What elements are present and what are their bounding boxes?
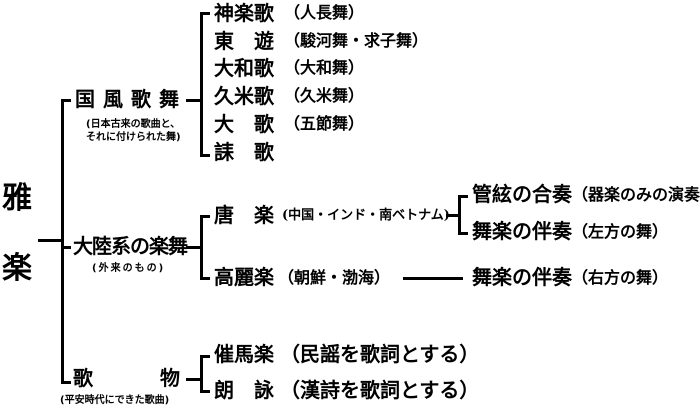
kokufu-item-name: 久米歌 [214,84,274,108]
komagaku-name: 高麗楽 [214,265,274,289]
kokufu-title: 国風歌舞 [75,87,187,111]
utamono-item-note: （民謡を歌詞とする） [280,342,480,366]
bracket-bottom [200,390,210,393]
connector-tairiku [61,246,71,249]
bracket-kokufu [200,12,203,157]
togaku-name: 唐 楽 [214,203,274,227]
utamono-subtitle: (平安時代にできた歌曲) [60,395,170,406]
bracket-top [200,12,210,15]
togaku-child-name: 管絃の合奏 [472,182,572,206]
connector-utamono-items [186,378,202,381]
komagaku-note: （朝鮮・渤海） [278,268,391,287]
bracket-bottom [200,154,210,157]
bracket-togaku [458,195,461,235]
kokufu-subtitle-1: (日本古来の歌曲と、 [86,119,181,130]
kokufu-item-name: 大 歌 [214,112,274,136]
connector-komagaku-child [403,277,463,280]
togaku-note: (中国・インド・南ベトナム) [282,208,450,223]
kokufu-item-note: （駿河舞・求子舞） [284,31,429,50]
connector-root [38,239,62,242]
bracket-top [200,355,210,358]
bracket-bottom [458,232,468,235]
bracket-tairiku [200,215,203,280]
kokufu-item-name: 大和歌 [214,56,274,80]
connector-togaku-children [446,214,460,217]
utamono-item-note: （漢詩を歌詞とする） [280,378,480,402]
bracket-utamono [200,355,203,393]
kokufu-item-note: （久米舞） [284,86,365,105]
utamono-title-b: 物 [160,366,180,390]
kokufu-item-note: （大和舞） [284,58,365,77]
utamono-item-name: 催馬楽 [214,342,274,366]
tairiku-title: 大陸系の楽舞 [73,234,188,258]
root-char-ga: 雅 [2,181,32,216]
komagaku-child-name: 舞楽の伴奏 [472,265,572,289]
togaku-child-note: （左方の舞） [572,222,669,241]
tairiku-subtitle: (外来のもの) [92,263,166,274]
connector-utamono [61,381,71,384]
utamono-item-name: 朗 詠 [214,378,274,402]
bracket-top [200,215,210,218]
togaku-child-name: 舞楽の伴奏 [472,219,572,243]
kokufu-subtitle-2: それに付けられた舞) [86,132,181,143]
kokufu-item-name: 神楽歌 [214,1,274,25]
kokufu-item-note: （五節舞） [284,114,365,133]
bracket-top [458,195,468,198]
kokufu-item-note: （人長舞） [284,3,365,22]
kokufu-item-name: 東 遊 [214,29,274,53]
komagaku-child-note: （右方の舞） [572,268,669,287]
root-char-gaku: 楽 [2,251,32,286]
connector-kokufu [61,99,71,102]
bracket-bottom [200,277,210,280]
connector-main-vertical [61,99,64,384]
kokufu-item-name: 誄 歌 [214,140,274,164]
connector-tairiku-items [186,246,202,249]
togaku-child-note: （器楽のみの演奏） [572,185,700,204]
utamono-title-a: 歌 [73,366,93,390]
connector-kokufu-items [186,99,202,102]
